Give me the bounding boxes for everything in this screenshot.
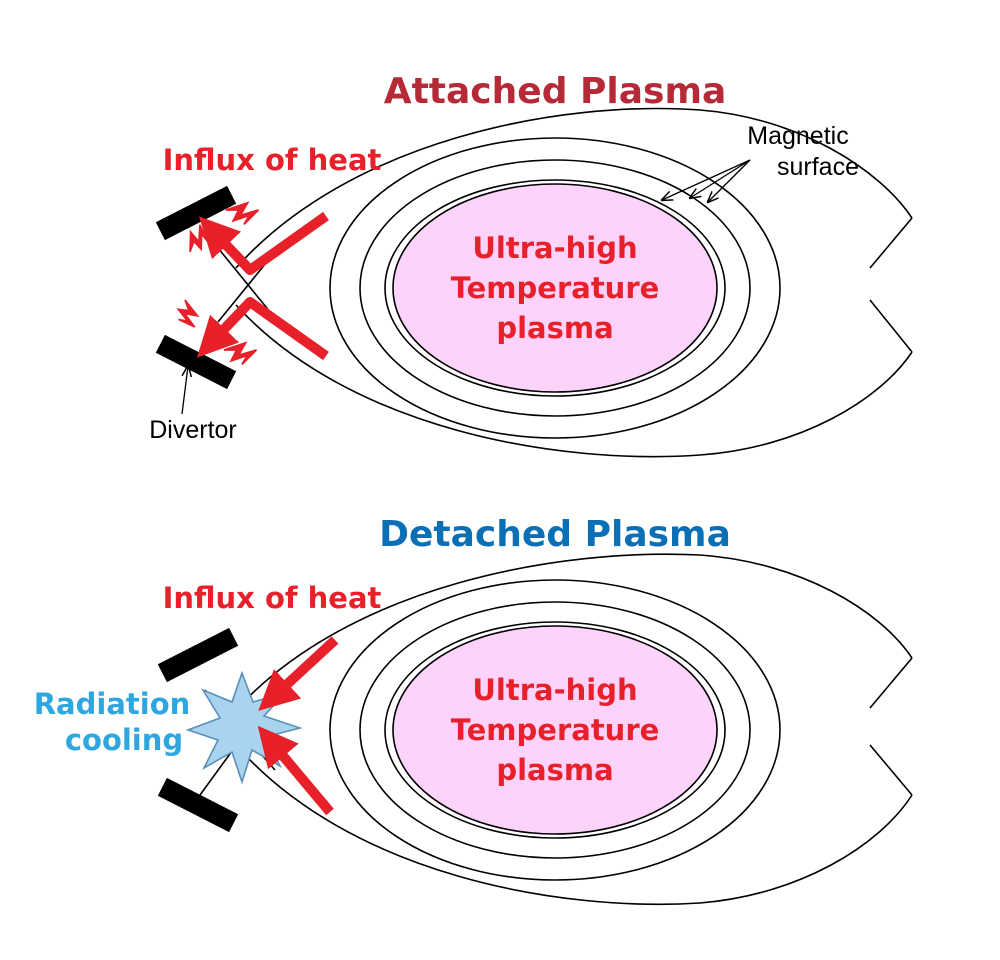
detached-plasma-core (392, 625, 718, 835)
magnetic-label-line-2: surface (777, 153, 859, 181)
detached-heat-label: Influx of heat (163, 581, 382, 615)
detached-core-line-2: Temperature (451, 713, 660, 747)
heat-arrow-icon (257, 725, 334, 816)
divertor-plate-icon (155, 185, 237, 241)
attached-core-line-2: Temperature (451, 271, 660, 305)
magnetic-pointer-2 (690, 159, 751, 198)
detached-core-line-3: plasma (496, 753, 613, 787)
magnetic-pointer-3 (708, 159, 751, 202)
heat-flash-icon (172, 297, 202, 333)
divertor-plate-icon (157, 777, 239, 833)
attached-separatrix (235, 107, 913, 269)
divertor-label: Divertor (149, 416, 237, 444)
radiation-label-line-2: cooling (65, 723, 183, 757)
magnetic-surface-middle (359, 159, 751, 417)
magnetic-pointer-1 (662, 159, 751, 200)
radiation-label-line-1: Radiation (34, 687, 191, 721)
attached-title: Attached Plasma (384, 71, 727, 112)
detached-separatrix (235, 553, 913, 711)
divertor-pointer (181, 366, 188, 415)
attached-core-line-1: Ultra-high (472, 231, 637, 265)
magnetic-surface-inner (384, 179, 726, 397)
attached-panel: Attached Plasma Ultra-high Temperature p… (149, 71, 913, 458)
heat-arrow-icon (198, 211, 329, 275)
divertor-plate-icon (157, 627, 239, 683)
heat-flash-icon (223, 341, 258, 366)
magnetic-label-line-1: Magnetic (747, 122, 848, 150)
divertor-plate-icon (155, 334, 237, 390)
attached-plasma-core (392, 183, 718, 393)
detached-panel: Detached Plasma Ultra-high Temperature p… (34, 514, 913, 906)
heat-arrow-icon (258, 636, 339, 711)
heat-arrow-icon (196, 297, 329, 361)
detached-core-line-1: Ultra-high (472, 673, 637, 707)
detached-title: Detached Plasma (379, 514, 731, 555)
attached-heat-label: Influx of heat (163, 143, 382, 177)
attached-core-line-3: plasma (496, 311, 613, 345)
magnetic-surface-outer (329, 137, 781, 439)
